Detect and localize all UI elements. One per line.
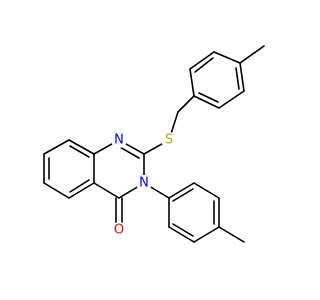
atom-s-label: S	[165, 133, 173, 148]
bond	[69, 145, 90, 158]
bond	[235, 67, 240, 90]
atom-s: S	[161, 132, 177, 148]
bond	[117, 145, 140, 159]
atom-labels: N S N O	[111, 132, 177, 238]
bond	[43, 139, 70, 155]
bond	[68, 139, 95, 155]
bond	[93, 182, 120, 199]
bond	[194, 57, 214, 73]
atom-n1: N	[111, 132, 127, 148]
bond	[168, 182, 195, 199]
chemical-structure-diagram: N S N O	[43, 45, 265, 243]
bond	[193, 226, 220, 243]
bond	[218, 90, 245, 109]
atom-n3-label: N	[139, 176, 149, 191]
atom-n1-label: N	[114, 133, 124, 148]
bond	[177, 95, 195, 113]
bond	[43, 182, 70, 199]
bond	[172, 223, 194, 237]
bond	[68, 182, 95, 199]
bond	[189, 51, 215, 70]
bond	[193, 95, 220, 109]
bond	[69, 179, 90, 193]
bond	[193, 182, 220, 199]
bond	[239, 45, 265, 64]
bond	[168, 226, 195, 243]
atom-o-label: O	[114, 223, 124, 238]
bond	[218, 226, 245, 243]
atom-o: O	[111, 222, 127, 238]
bond	[213, 51, 241, 64]
bond	[189, 68, 195, 97]
bond	[198, 92, 219, 103]
atom-n3: N	[136, 175, 152, 191]
bond	[172, 188, 194, 202]
bond	[239, 62, 245, 92]
bonds	[43, 45, 265, 243]
